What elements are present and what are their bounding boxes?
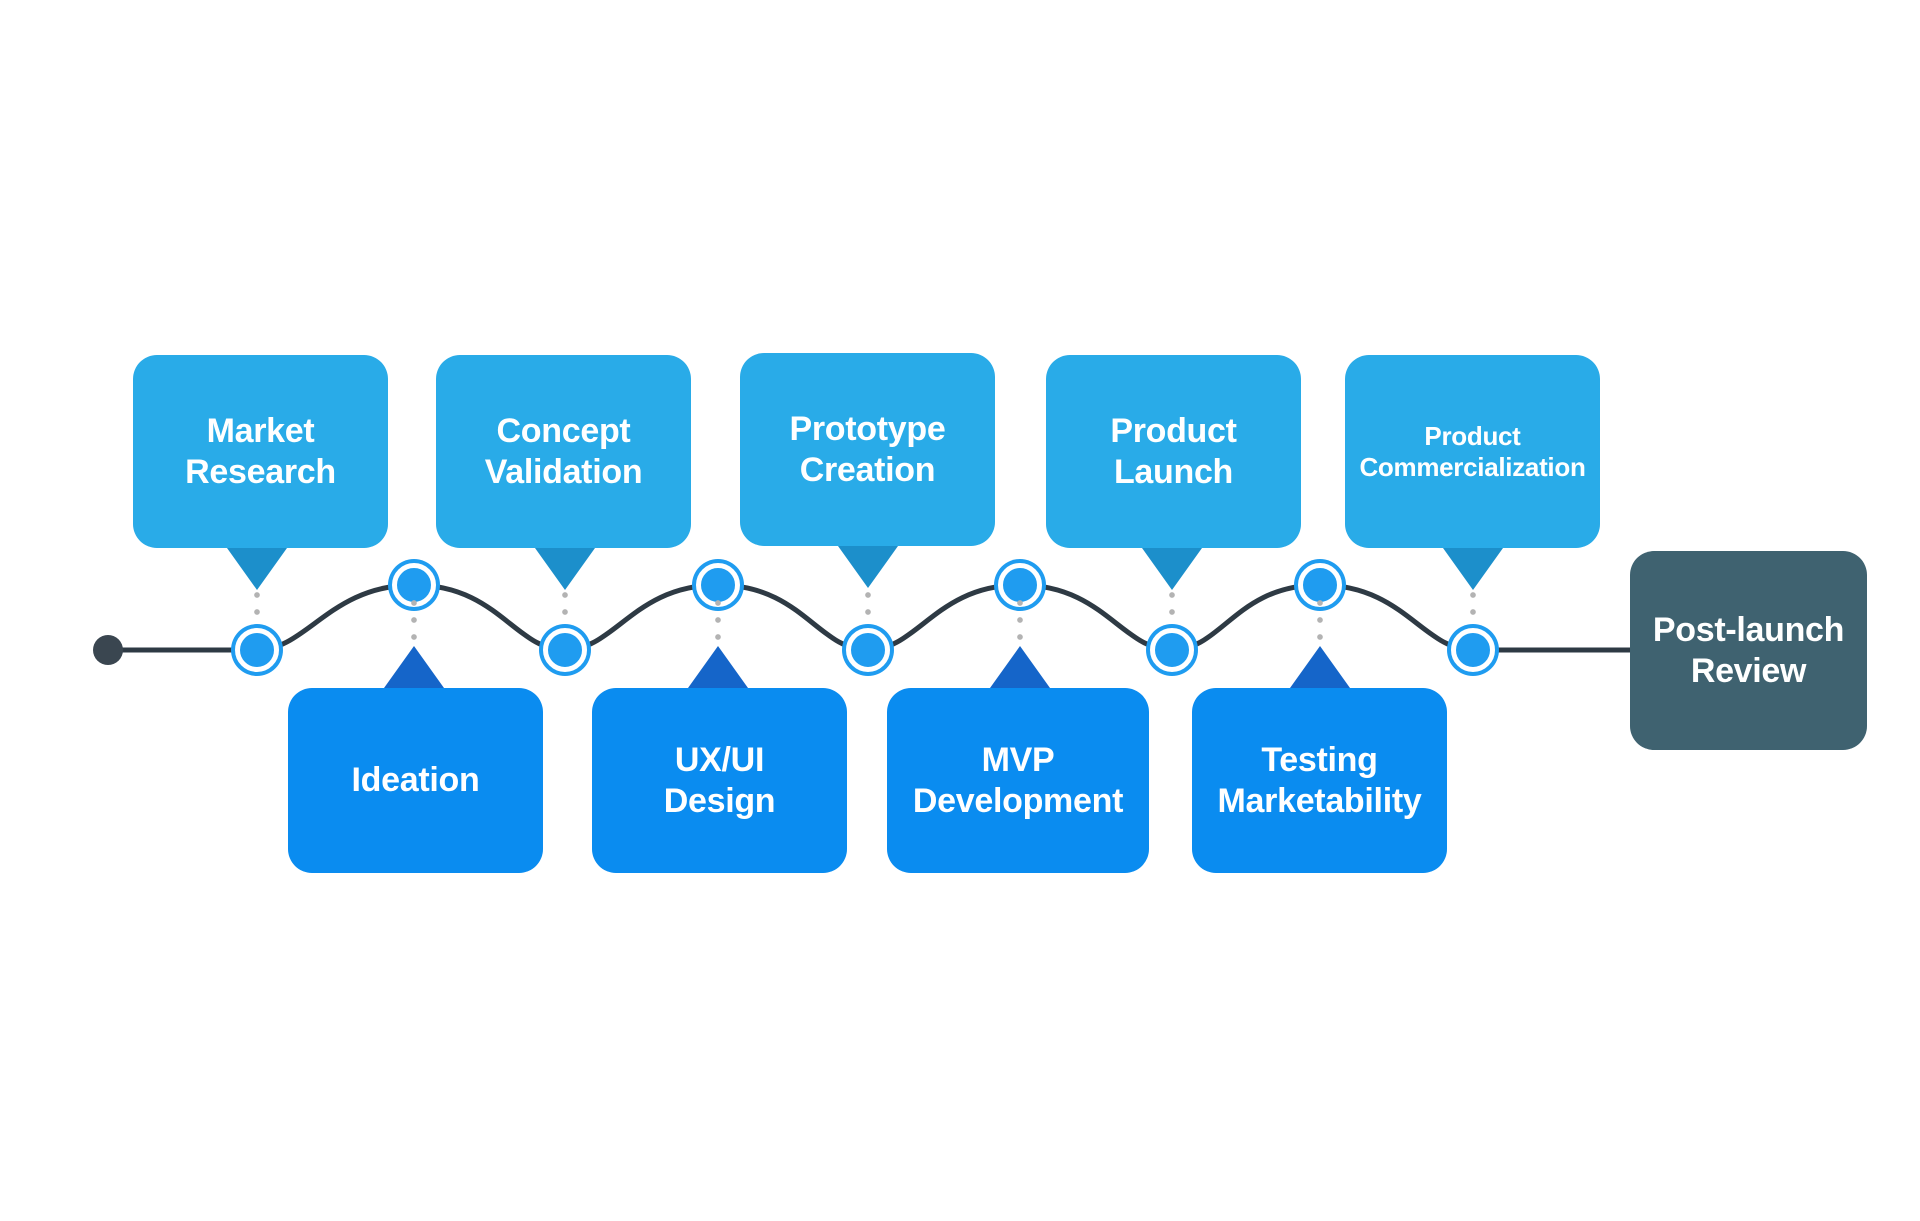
- timeline-node-market-research[interactable]: [235, 628, 279, 672]
- step-card-testing-marketability[interactable]: Testing Marketability: [1192, 688, 1447, 873]
- step-card-label: Post-launch Review: [1652, 611, 1845, 690]
- callout-tail-up: [990, 646, 1050, 688]
- step-card-concept-validation[interactable]: Concept Validation: [436, 355, 691, 548]
- step-card-label: Product Launch: [1110, 412, 1237, 491]
- callout-tail-up: [688, 646, 748, 688]
- step-card-label: MVP Development: [912, 741, 1124, 820]
- step-card-label: Prototype Creation: [789, 410, 946, 489]
- step-card-uxui-design[interactable]: UX/UI Design: [592, 688, 847, 873]
- timeline-node-product-commercialization[interactable]: [1451, 628, 1495, 672]
- dotted-connector: [715, 600, 721, 644]
- dotted-connector: [1317, 600, 1323, 644]
- dotted-connector: [254, 592, 260, 636]
- timeline-node-product-launch[interactable]: [1150, 628, 1194, 672]
- callout-tail-up: [1290, 646, 1350, 688]
- step-card-label: Concept Validation: [484, 412, 643, 491]
- step-card-label: Testing Marketability: [1217, 741, 1422, 820]
- dotted-connector: [562, 592, 568, 636]
- callout-tail-down: [1443, 548, 1503, 590]
- step-card-label: Ideation: [351, 761, 480, 800]
- step-card-label: Market Research: [185, 412, 336, 491]
- step-card-label: UX/UI Design: [663, 741, 776, 820]
- timeline-node-mvp-development[interactable]: [998, 563, 1042, 607]
- timeline-start-dot: [93, 635, 123, 665]
- callout-tail-down: [535, 548, 595, 590]
- step-card-product-commercialization[interactable]: Product Commercialization: [1345, 355, 1600, 548]
- step-card-product-launch[interactable]: Product Launch: [1046, 355, 1301, 548]
- dotted-connector: [1470, 592, 1476, 636]
- step-card-ideation[interactable]: Ideation: [288, 688, 543, 873]
- step-card-mvp-development[interactable]: MVP Development: [887, 688, 1149, 873]
- dotted-connector: [1017, 600, 1023, 644]
- step-card-prototype-creation[interactable]: Prototype Creation: [740, 353, 995, 546]
- callout-tail-down: [227, 548, 287, 590]
- dotted-connector: [411, 600, 417, 644]
- step-card-label: Product Commercialization: [1359, 420, 1586, 482]
- callout-tail-up: [384, 646, 444, 688]
- callout-tail-down: [1142, 548, 1202, 590]
- dotted-connector: [1169, 592, 1175, 636]
- timeline-node-concept-validation[interactable]: [543, 628, 587, 672]
- timeline-node-prototype-creation[interactable]: [846, 628, 890, 672]
- step-card-market-research[interactable]: Market Research: [133, 355, 388, 548]
- callout-tail-down: [838, 546, 898, 588]
- dotted-connector: [865, 592, 871, 636]
- step-card-post-launch-review[interactable]: Post-launch Review: [1630, 551, 1867, 750]
